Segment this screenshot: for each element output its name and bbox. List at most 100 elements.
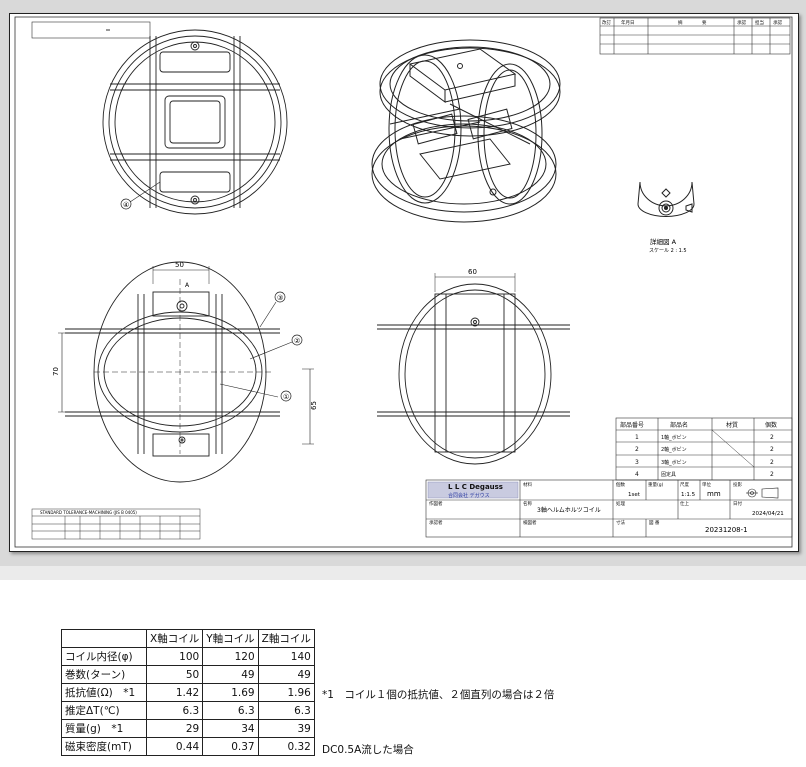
tb-unit: mm [707,490,721,498]
tb-material-label: 材料 [523,481,532,488]
tb-mass-label: 重量(g) [648,481,664,488]
part-no: 1 [635,434,639,441]
cell: 140 [257,647,315,666]
parts-header: 個数 [765,421,777,429]
tb-approver-label: 承認者 [429,519,443,526]
balloon-2: ② [294,337,300,345]
rev-header: 年月日 [621,19,635,26]
tb-number: 20231208-1 [705,526,748,534]
cell: 6.3 [257,701,315,720]
drawing-panel: 改訂 年月日 摘 要 承認 担当 承認 [0,0,806,566]
cell: 120 [202,647,259,666]
cell: 0.44 [145,737,204,756]
header-cell [61,629,147,648]
balloon-3: ③ [277,294,283,302]
row-label: 抵抗値(Ω) *1 [61,683,147,702]
front-view [58,261,314,483]
tolerance-table [31,508,201,540]
drawing-sheet: 改訂 年月日 摘 要 承認 担当 承認 [9,13,799,552]
tb-name-label: 名称 [523,500,532,507]
tb-unit-label: 単位 [702,481,711,488]
dim-width-50: 50 [175,261,184,269]
tb-projection-label: 投影 [733,481,742,488]
parts-header: 部品番号 [620,421,644,429]
tb-scale-label: 尺度 [680,481,689,488]
cell: 49 [202,665,259,684]
company-name: L L C Degauss [448,483,503,491]
part-name: 固定具 [661,471,676,478]
title-block [425,479,793,538]
rev-header: 承認 [737,19,746,26]
table-row: 抵抗値(Ω) *1 1.42 1.69 1.96 [61,683,315,702]
detail-view-a [637,181,695,217]
header-cell: Y軸コイル [202,629,259,648]
dim-height-65: 65 [310,401,318,410]
cell: 1.96 [257,683,315,702]
parts-header: 部品名 [670,421,688,429]
header-cell: X軸コイル [145,629,204,648]
tb-qty-label: 個数 [616,481,625,488]
row-label: 推定ΔT(℃) [61,701,147,720]
cell: 6.3 [145,701,204,720]
table-row: 巻数(ターン) 50 49 49 [61,665,315,684]
part-qty: 2 [770,459,774,466]
tb-finish-label: 仕上 [680,500,689,507]
side-view [377,273,570,465]
cell: 0.32 [257,737,315,756]
tb-treatment-label: 処理 [616,500,625,507]
tb-size-label: 寸法 [616,519,625,526]
company-logo [427,481,519,499]
tb-number-label: 図 番 [649,519,660,526]
separator-band [0,566,806,580]
tb-checker-label: 検図者 [523,519,537,526]
cell: 39 [257,719,315,738]
tb-name: 3軸ヘルムホルツコイル [537,506,601,514]
row-label: 質量(g) *1 [61,719,147,738]
part-qty: 2 [770,434,774,441]
cell: 1.69 [202,683,259,702]
revision-table [599,17,791,55]
tb-qty: 1set [628,492,641,498]
cell: 49 [257,665,315,684]
tb-date: 2024/04/21 [752,511,784,517]
part-qty: 2 [770,471,774,478]
isometric-view [371,39,561,223]
row-label: 磁束密度(mT) [61,737,147,756]
header-cell: Z軸コイル [257,629,315,648]
part-no: 2 [635,446,639,453]
cell: 34 [202,719,259,738]
parts-header: 材質 [726,421,738,429]
cell: 29 [145,719,204,738]
company-sub: 合同会社 デガウス [448,492,490,499]
rev-header: 摘 [678,19,683,26]
cell: 0.37 [202,737,259,756]
balloon-1: ① [283,393,289,401]
row-label: コイル内径(φ) [61,647,147,666]
rev-header: 承認 [773,19,782,26]
part-qty: 2 [770,446,774,453]
coil-spec-table: X軸コイル Y軸コイル Z軸コイル コイル内径(φ) 100 120 140 巻… [61,629,315,756]
part-name: 2軸_ボビン [661,446,687,453]
cell: 1.42 [145,683,204,702]
table-row: コイル内径(φ) 100 120 140 [61,647,315,666]
resistance-note: *1 コイル１個の抵抗値、２個直列の場合は２倍 [322,689,555,701]
part-name: 3軸_ボビン [661,459,687,466]
balloon-4: ④ [123,201,129,209]
table-row: 磁束密度(mT) 0.44 0.37 0.32 [61,737,315,756]
cad-drawing: 改訂 年月日 摘 要 承認 担当 承認 [14,16,793,548]
part-no: 4 [635,471,639,478]
rev-header: 要 [702,20,707,26]
table-row: 推定ΔT(℃) 6.3 6.3 6.3 [61,701,315,720]
parts-list [615,417,793,481]
flux-note: DC0.5A流した場合 [322,744,414,756]
table-row: 質量(g) *1 29 34 39 [61,719,315,738]
tb-drawer-label: 作図者 [429,500,443,507]
row-label: 巻数(ターン) [61,665,147,684]
dim-height-70: 70 [52,367,60,376]
view-label-a: A [185,282,190,289]
tolerance-title: STANDARD TOLERANCE-MACHINING (JIS B 0405… [40,510,137,515]
detail-title: 詳細図 A [650,237,677,246]
tb-scale: 1:1.5 [681,492,696,498]
dim-width-60: 60 [468,268,477,276]
cell: 50 [145,665,204,684]
